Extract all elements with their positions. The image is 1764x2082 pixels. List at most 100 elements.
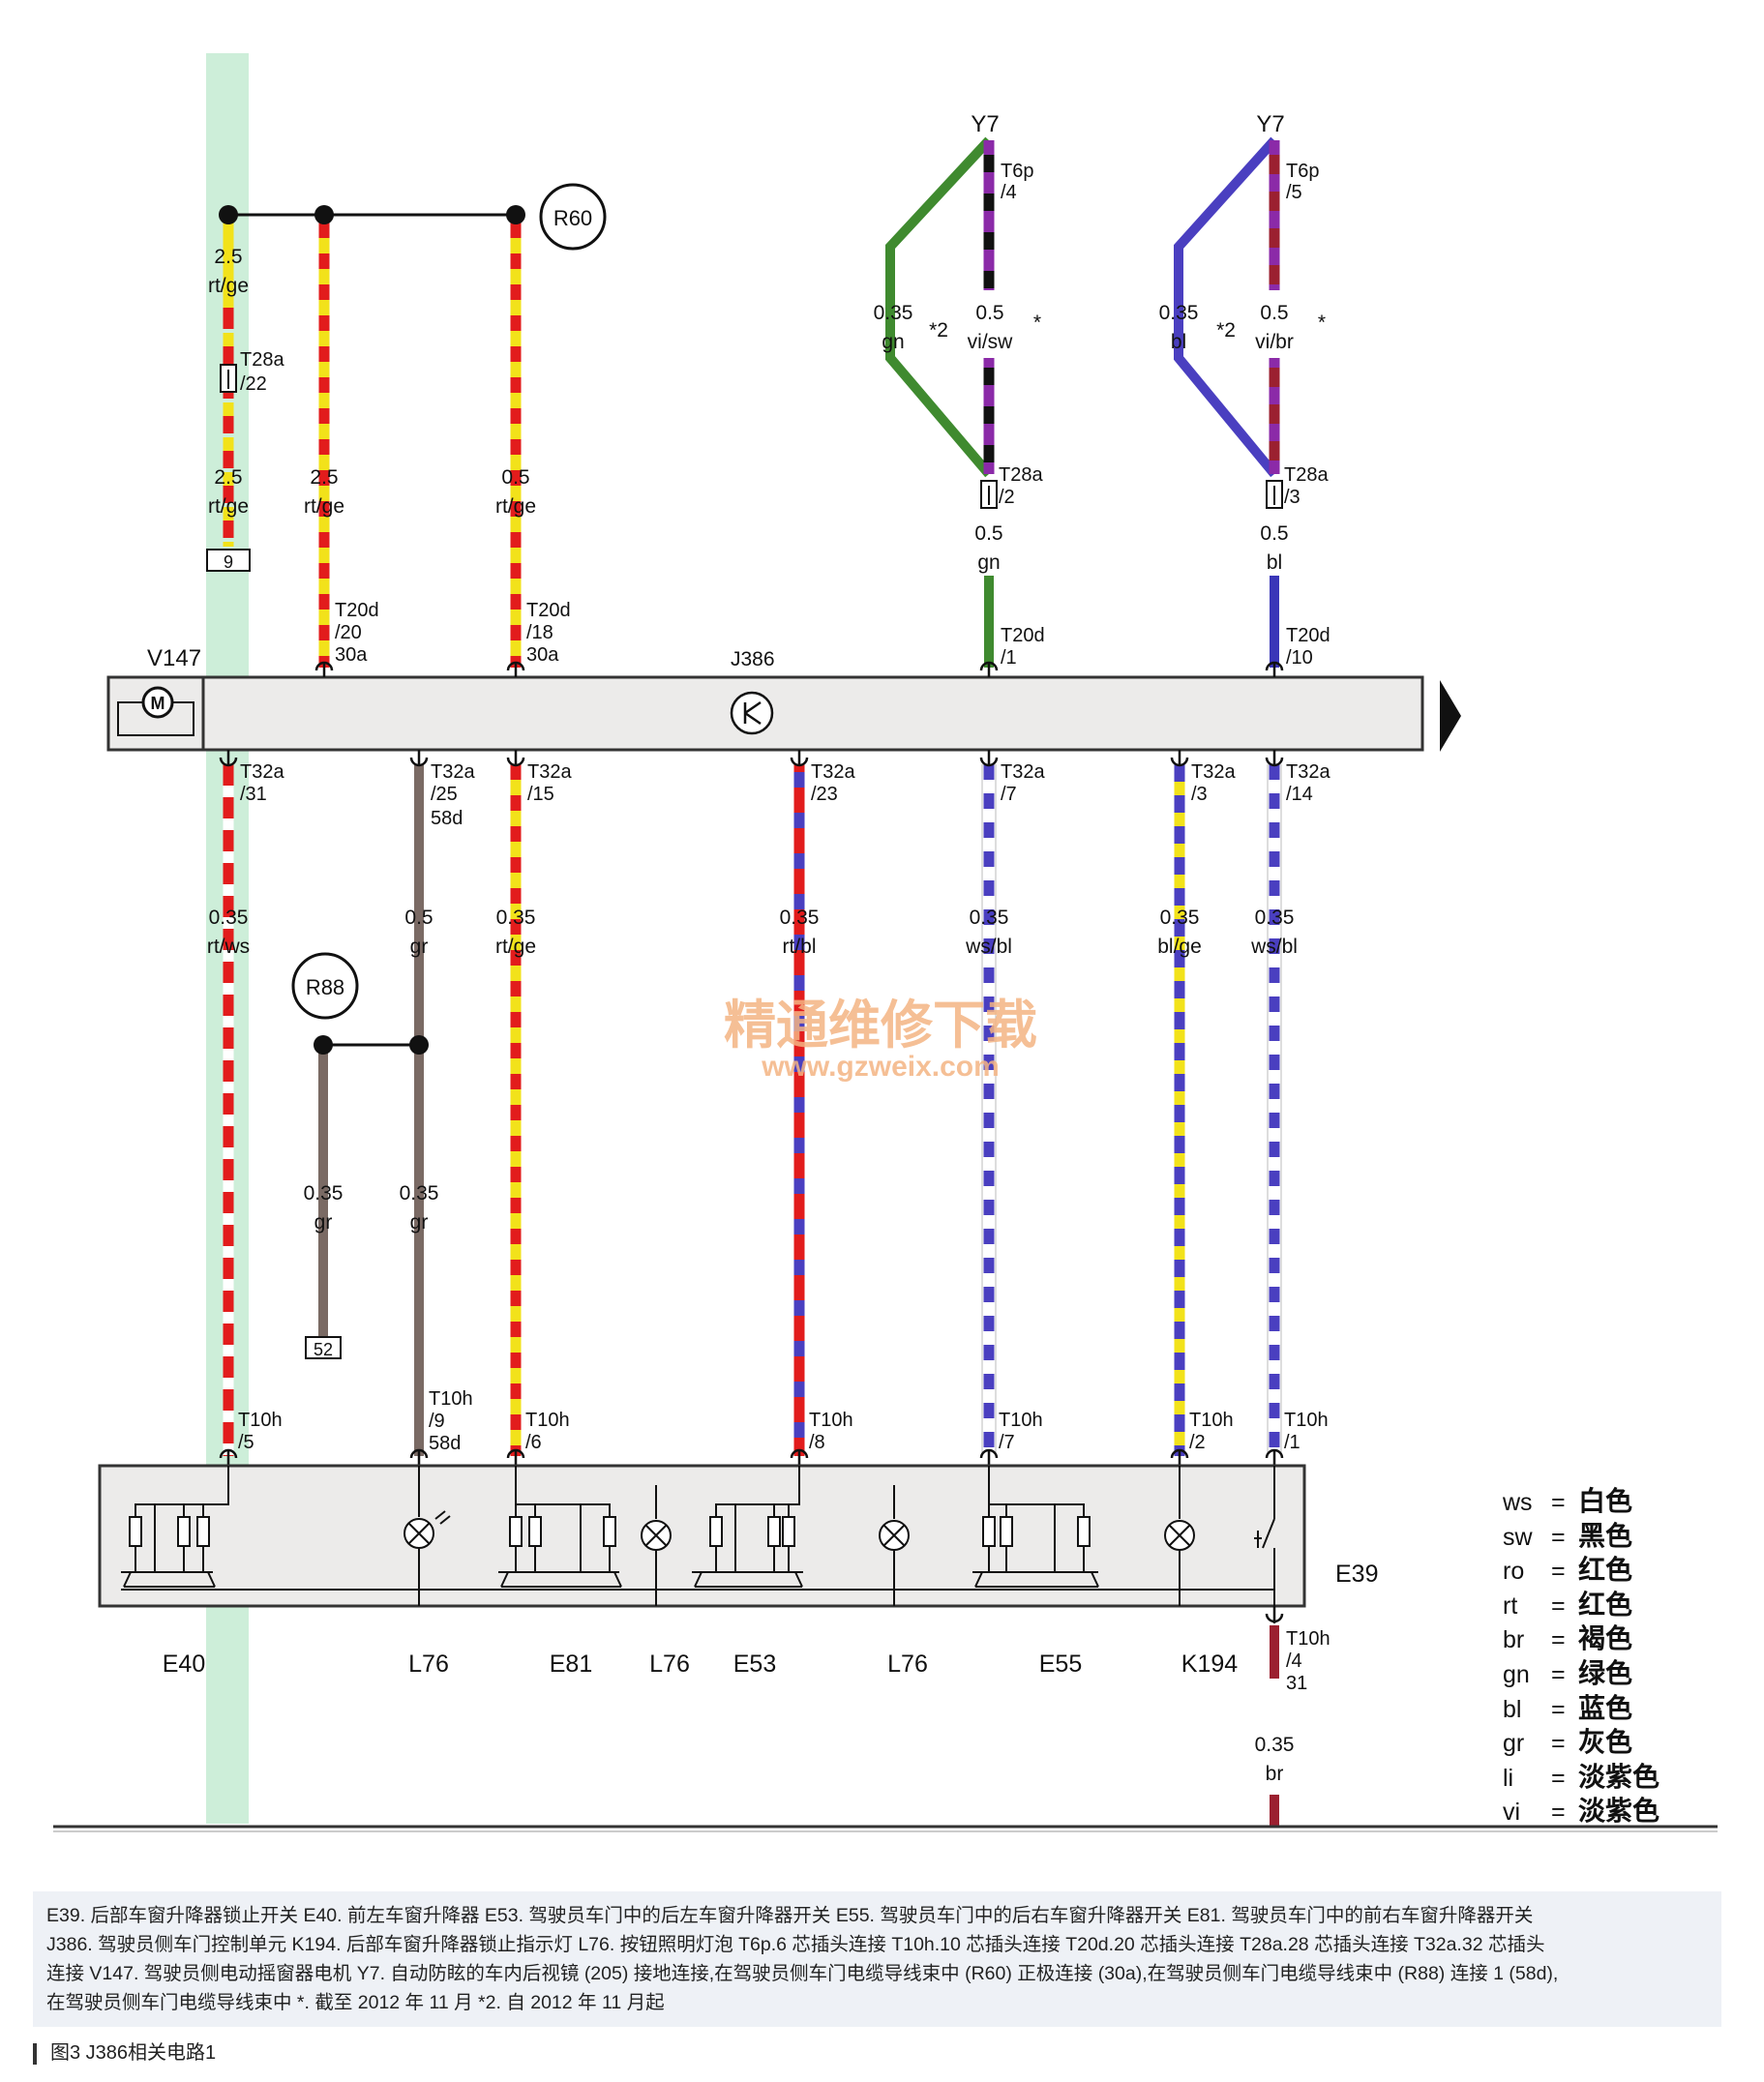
legend-row: bl=蓝色 [1503, 1687, 1735, 1723]
wire-label: rt/ge [304, 495, 344, 518]
wire-label: 2.5 [310, 466, 338, 489]
switch-block [98, 1464, 1306, 1608]
component-label-e40: E40 [163, 1651, 205, 1678]
connector-label: T6p [1286, 161, 1319, 182]
connector-label: 30a [335, 644, 368, 666]
connector-label: /31 [240, 784, 267, 805]
box-9 [206, 549, 251, 572]
wiring-diagram: R60 9 Y7 Y7 M V147 J386 [53, 53, 1718, 1832]
watermark-url: www.gzweix.com [761, 1051, 1000, 1083]
switch-block-pins [219, 1448, 1284, 1466]
wire-label: rt/ge [495, 495, 536, 518]
wire-label: gr [314, 1211, 333, 1234]
wire-label: 0.35 [1255, 907, 1295, 929]
connector-label: T10h [999, 1410, 1043, 1431]
wire-label: 0.5 [501, 466, 529, 489]
legend-equals: = [1551, 1799, 1566, 1827]
watermark-title: 精通维修下载 [724, 996, 1037, 1055]
connector-label: /8 [809, 1432, 825, 1453]
legend-row: br=褐色 [1503, 1618, 1735, 1654]
legend-equals: = [1551, 1591, 1566, 1620]
connector-label: T10h [429, 1388, 473, 1410]
connector-label: /2 [1189, 1432, 1206, 1453]
legend-code: bl [1503, 1695, 1522, 1723]
wire-label: 0.35 [496, 907, 536, 929]
legend-equals: = [1551, 1764, 1566, 1792]
r60-label: R60 [553, 206, 592, 230]
wire-label: 0.5 [1260, 302, 1288, 324]
j386-bottom-pins [219, 750, 1284, 767]
caption-line: J386. 驾驶员侧车门控制单元 K194. 后部车窗升降器锁止指示灯 L76.… [46, 1934, 1545, 1955]
junction-dot [506, 205, 525, 224]
connector-label: T32a [431, 761, 475, 783]
svg-text:52: 52 [314, 1340, 333, 1359]
connector-label: T20d [1286, 625, 1330, 646]
svg-text:9: 9 [224, 552, 233, 572]
connector-label: T32a [1191, 761, 1236, 783]
connector-label: /7 [1001, 784, 1017, 805]
legend-equals: = [1551, 1660, 1566, 1688]
connector-label: T10h [238, 1410, 283, 1431]
connector-label: 58d [431, 808, 463, 829]
wire-label: 0.35 [400, 1182, 439, 1205]
legend-row: gr=灰色 [1503, 1721, 1735, 1758]
y7-right-blue-wire [1174, 136, 1278, 478]
j386-label: J386 [731, 648, 775, 670]
connector-label: /18 [526, 622, 553, 643]
wire-label: bl [1171, 331, 1186, 353]
wire-label: 2.5 [214, 246, 242, 268]
junction-dot [409, 1035, 429, 1055]
connector-label: /4 [1286, 1651, 1302, 1672]
wire-label: 0.35 [780, 907, 820, 929]
connector-label: T10h [1189, 1410, 1234, 1431]
connector-label: /4 [1001, 182, 1017, 203]
connector-label: T32a [1286, 761, 1330, 783]
r88-label: R88 [306, 975, 344, 999]
connector-label: /20 [335, 622, 362, 643]
wire-label: * [1033, 312, 1041, 334]
connector-label: T20d [335, 600, 379, 621]
wire-label: vi/br [1255, 331, 1294, 353]
connector-label: T6p [1001, 161, 1033, 182]
figure-title: 图3 J386相关电路1 [33, 2037, 216, 2065]
legend-equals: = [1551, 1695, 1566, 1723]
lower-wire-ws-bl-2 [1267, 764, 1282, 1456]
connector-label: /9 [429, 1411, 445, 1432]
connector-label: /14 [1286, 784, 1313, 805]
connector-label: /15 [527, 784, 554, 805]
wire-label: rt/ge [208, 275, 249, 297]
legend-code: rt [1503, 1591, 1518, 1620]
connector-label: 30a [526, 644, 559, 666]
wire-label: bl/ge [1157, 936, 1202, 958]
wire-label: * [1318, 312, 1326, 334]
legend-color-name: 白色 [1578, 1486, 1633, 1516]
connector-label: /22 [240, 373, 267, 395]
connector-label: /3 [1284, 487, 1301, 508]
wire-label: gn [977, 551, 1000, 574]
connector-label: /1 [1001, 647, 1017, 669]
junction-dot [314, 205, 334, 224]
legend-code: vi [1503, 1799, 1521, 1827]
r60-circle [539, 183, 607, 251]
wire-label: gr [410, 1211, 429, 1234]
connector-label: /25 [431, 784, 458, 805]
connector-label: T10h [525, 1410, 570, 1431]
legend-equals: = [1551, 1626, 1566, 1654]
junction-dot [314, 1035, 333, 1055]
legend-row: ws=白色 [1503, 1480, 1735, 1516]
wire-label: 0.35 [1159, 302, 1199, 324]
wire-label: ws/bl [1250, 936, 1298, 958]
legend-code: sw [1503, 1523, 1533, 1551]
legend-code: gr [1503, 1730, 1525, 1758]
legend-equals: = [1551, 1489, 1566, 1516]
wire-label: 0.5 [404, 907, 433, 929]
legend-row: gn=绿色 [1503, 1652, 1735, 1688]
legend-color-name: 红色 [1578, 1555, 1633, 1586]
legend-equals: = [1551, 1730, 1566, 1758]
wire-label: gn [882, 331, 904, 353]
connector-label: /1 [1284, 1432, 1301, 1453]
wire-label: 0.35 [304, 1182, 344, 1205]
legend-code: ro [1503, 1558, 1525, 1586]
wire-label: 0.35 [874, 302, 913, 324]
